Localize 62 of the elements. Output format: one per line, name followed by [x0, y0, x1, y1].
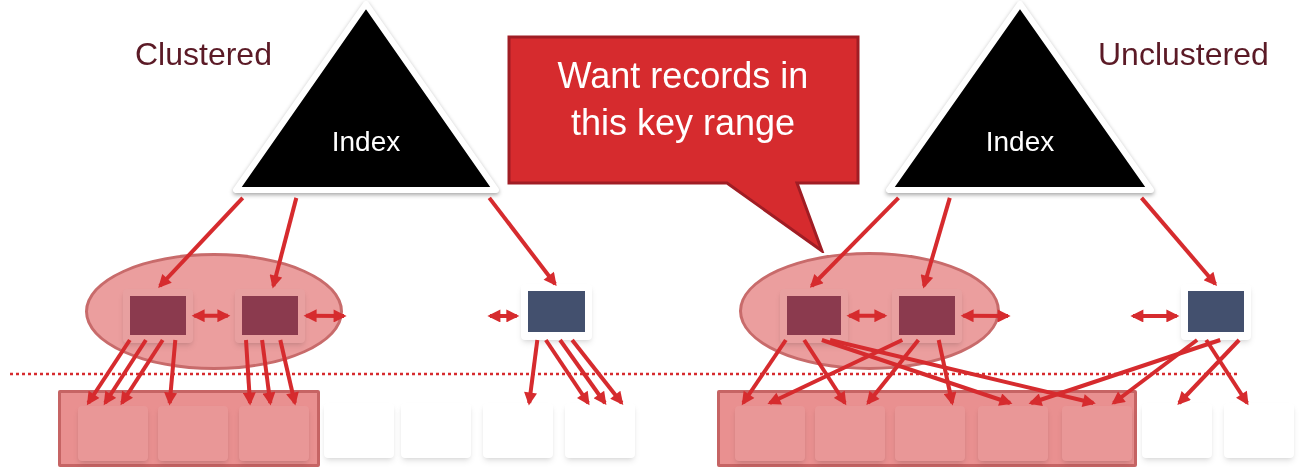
arrow — [269, 197, 299, 289]
arrow — [1130, 309, 1180, 323]
data-page-box — [483, 403, 553, 458]
leaf-page-box — [780, 289, 848, 343]
arrow — [524, 339, 540, 406]
arrow — [120, 338, 165, 406]
data-page-box — [1224, 403, 1294, 458]
heading: Unclustered — [1098, 35, 1269, 74]
data-page-box — [565, 403, 635, 458]
leaf-page-box — [1181, 284, 1251, 340]
data-page-box — [158, 406, 228, 461]
arrow — [1139, 196, 1217, 286]
data-page-box — [1142, 403, 1212, 458]
data-page-box — [401, 403, 471, 458]
index-label: Index — [330, 128, 402, 156]
data-page-box — [1062, 406, 1132, 461]
data-page-box — [735, 406, 805, 461]
arrow — [303, 309, 347, 323]
arrow — [802, 338, 847, 406]
record-range-band — [717, 390, 1137, 467]
data-page-box — [895, 406, 965, 461]
arrow — [487, 196, 557, 287]
arrow — [570, 338, 624, 406]
callout-text: Want records in this key range — [556, 54, 810, 145]
arrow — [260, 339, 276, 406]
data-page-box — [815, 406, 885, 461]
data-page-box — [239, 406, 309, 461]
callout-bubble — [507, 35, 860, 253]
leaf-page-box — [521, 284, 592, 340]
arrow — [1028, 338, 1221, 406]
arrow — [242, 339, 256, 406]
arrow — [846, 309, 888, 323]
arrow — [158, 196, 245, 288]
arrow — [821, 338, 1013, 406]
arrow — [1204, 338, 1249, 406]
arrow — [103, 338, 148, 406]
heading: Clustered — [135, 35, 272, 74]
arrow — [829, 338, 1096, 407]
arrow — [191, 309, 231, 323]
arrow — [164, 339, 178, 406]
leaf-page-box — [892, 289, 962, 343]
arrow — [767, 338, 904, 405]
arrow — [86, 338, 132, 406]
arrow — [544, 338, 590, 406]
data-page-box — [78, 406, 148, 461]
arrow — [809, 196, 900, 288]
arrow — [866, 338, 920, 406]
arrow — [920, 197, 952, 289]
arrow — [1111, 338, 1199, 405]
arrow — [936, 339, 957, 406]
arrow — [1177, 338, 1241, 405]
leaf-page-box — [123, 289, 193, 343]
record-range-band — [58, 390, 320, 467]
arrow — [487, 309, 520, 323]
leaf-page-box — [235, 289, 305, 343]
arrow — [278, 339, 299, 406]
arrow — [960, 309, 1011, 323]
data-page-box — [324, 403, 394, 458]
index-label: Index — [984, 128, 1056, 156]
data-page-box — [978, 406, 1048, 461]
arrow — [558, 338, 607, 406]
arrow — [741, 338, 788, 406]
